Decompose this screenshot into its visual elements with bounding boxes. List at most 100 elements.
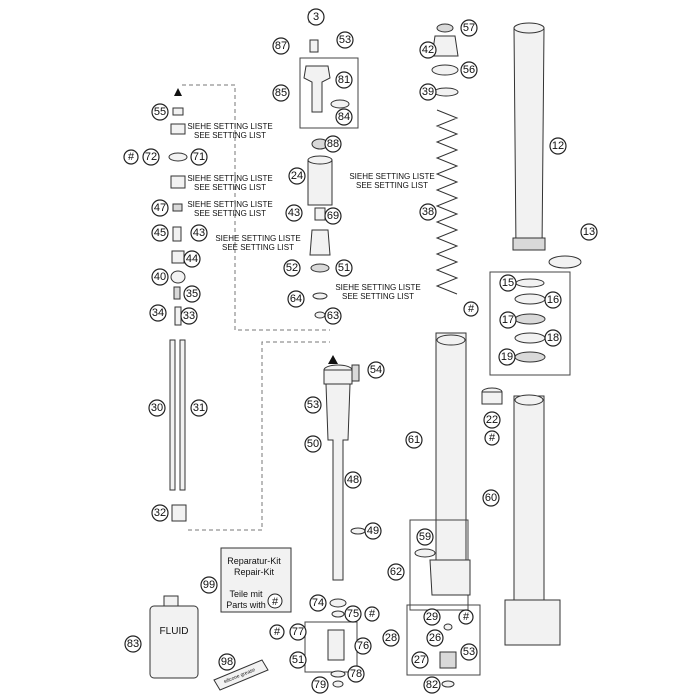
part-82 [441, 680, 455, 688]
part-32 [171, 504, 187, 522]
repair-kit-title-de: Reparatur-Kit [227, 556, 281, 566]
callout-54: 54 [367, 361, 385, 379]
part-13 [548, 255, 582, 269]
marker-6-text: # [274, 626, 281, 638]
callout-26: 26 [426, 629, 444, 647]
part-85-cap [303, 65, 331, 113]
callout-43-left-text: 43 [193, 227, 205, 239]
spring-38 [431, 23, 459, 295]
leg-60-top [514, 394, 544, 406]
callout-82-text: 82 [426, 679, 438, 691]
callout-27: 27 [411, 651, 429, 669]
part-76 [327, 629, 345, 661]
callout-18-text: 18 [547, 332, 559, 344]
repair-kit-title-en: Repair-Kit [234, 567, 275, 577]
callout-26-text: 26 [429, 632, 441, 644]
callout-44-text: 44 [186, 253, 198, 265]
callout-16: 16 [544, 291, 562, 309]
callout-59: 59 [416, 528, 434, 546]
callout-64-text: 64 [290, 293, 302, 305]
callout-53-tube-text: 53 [307, 399, 319, 411]
callout-75-text: 75 [347, 608, 359, 620]
cartridge-parts-left [168, 88, 188, 522]
callout-47-text: 47 [154, 202, 166, 214]
callout-61-text: 61 [408, 434, 420, 446]
marker-1-text: # [128, 151, 135, 163]
callout-28-text: 28 [385, 632, 397, 644]
callout-32-text: 32 [154, 507, 166, 519]
marker-5-text: # [463, 611, 470, 623]
callout-18: 18 [544, 329, 562, 347]
part-64 [312, 292, 328, 300]
grease-tube-body [213, 659, 269, 691]
part-stack [309, 229, 331, 256]
callout-71: 71 [190, 148, 208, 166]
callout-27-text: 27 [414, 654, 426, 666]
part-27 [439, 651, 457, 669]
part-40 [170, 270, 186, 284]
callout-32: 32 [151, 504, 169, 522]
callout-81-text: 81 [338, 74, 350, 86]
leg-61 [435, 332, 467, 579]
callout-53-top-text: 53 [339, 34, 351, 46]
fluid-label: FLUID [160, 626, 189, 637]
fluid-bottle: FLUID [149, 595, 199, 679]
cartridge-tube [304, 355, 366, 688]
callout-56: 56 [460, 61, 478, 79]
part-17 [514, 313, 546, 325]
callout-76: 76 [354, 637, 372, 655]
part-spring-2 [170, 175, 186, 189]
down-arrow-tube [328, 355, 338, 364]
note-5-de: SIEHE SETTING LISTE [349, 172, 434, 181]
part-52 [310, 263, 330, 273]
part-26 [443, 623, 453, 631]
callout-88-text: 88 [327, 138, 339, 150]
spring-coil [435, 109, 459, 295]
callout-81: 81 [335, 71, 353, 89]
callout-44: 44 [183, 250, 201, 268]
callout-31-text: 31 [193, 402, 205, 414]
callout-48: 48 [344, 471, 362, 489]
callout-72-text: 72 [145, 151, 157, 163]
small-parts-frame [406, 604, 481, 688]
part-spring-1 [170, 123, 186, 135]
note-3-de: SIEHE SETTING LISTE [187, 200, 272, 209]
tube-12 [513, 27, 545, 251]
note-2-en: SEE SETTING LIST [194, 183, 266, 192]
callout-59-text: 59 [419, 531, 431, 543]
callout-42: 42 [419, 41, 437, 59]
part-78 [330, 670, 346, 678]
callout-22: 22 [483, 411, 501, 429]
callout-53-tube: 53 [304, 396, 322, 414]
callout-39: 39 [419, 83, 437, 101]
callout-75: 75 [344, 605, 362, 623]
setting-notes: SIEHE SETTING LISTE SEE SETTING LIST SIE… [187, 122, 434, 301]
callout-43-center-text: 43 [288, 207, 300, 219]
callout-30-text: 30 [151, 402, 163, 414]
callout-50-text: 50 [307, 438, 319, 450]
part-59 [414, 548, 436, 558]
callout-24-text: 24 [291, 170, 303, 182]
callout-53-bottom: 53 [460, 643, 478, 661]
callout-74-text: 74 [312, 597, 324, 609]
callout-15-text: 15 [502, 277, 514, 289]
callout-29: 29 [423, 608, 441, 626]
callout-17: 17 [499, 311, 517, 329]
callout-17-text: 17 [502, 314, 514, 326]
repair-kit-sub-de: Teile mit [229, 589, 263, 599]
bushing-kit [489, 271, 571, 376]
repair-kit: Reparatur-Kit Repair-Kit Teile mit Parts… [220, 547, 292, 613]
callout-47: 47 [151, 199, 169, 217]
callout-3: 3 [307, 8, 325, 26]
callout-51-center-text: 51 [338, 262, 350, 274]
marker-2-text: # [468, 303, 475, 315]
part-18 [514, 332, 546, 344]
callout-53-bottom-text: 53 [463, 646, 475, 658]
part-31-rod [179, 339, 186, 491]
part-35 [173, 286, 181, 300]
callout-87-text: 87 [275, 40, 287, 52]
note-6-de: SIEHE SETTING LISTE [335, 283, 420, 292]
callouts: 3 87 53 57 42 12 56 81 85 84 39 55 88 # … [123, 8, 598, 694]
callout-60: 60 [482, 489, 500, 507]
